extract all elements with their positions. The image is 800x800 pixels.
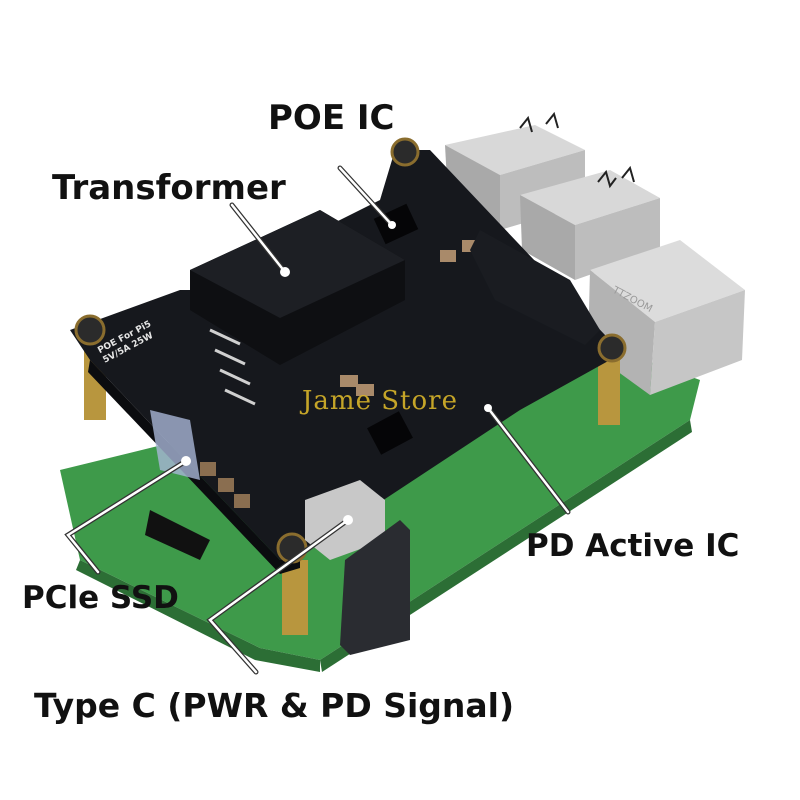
ethernet-jack: TTZOOM xyxy=(588,240,745,395)
callout-leaders xyxy=(64,165,571,675)
watermark-text: Jame Store xyxy=(302,386,458,416)
callout-label-poe-ic: POE IC xyxy=(268,98,395,138)
callout-label-transformer: Transformer xyxy=(52,168,286,208)
callout-label-pcie-ssd: PCle SSD xyxy=(22,580,179,616)
pd-module-board xyxy=(470,230,600,345)
callout-label-pd-active-ic: PD Active IC xyxy=(526,528,740,564)
sd-card xyxy=(145,510,210,560)
callout-label-type-c: Type C (PWR & PD Signal) xyxy=(34,686,515,725)
usb-ports xyxy=(445,111,660,280)
pd-active-ic-chip xyxy=(367,411,413,455)
transformer-component xyxy=(190,210,405,406)
